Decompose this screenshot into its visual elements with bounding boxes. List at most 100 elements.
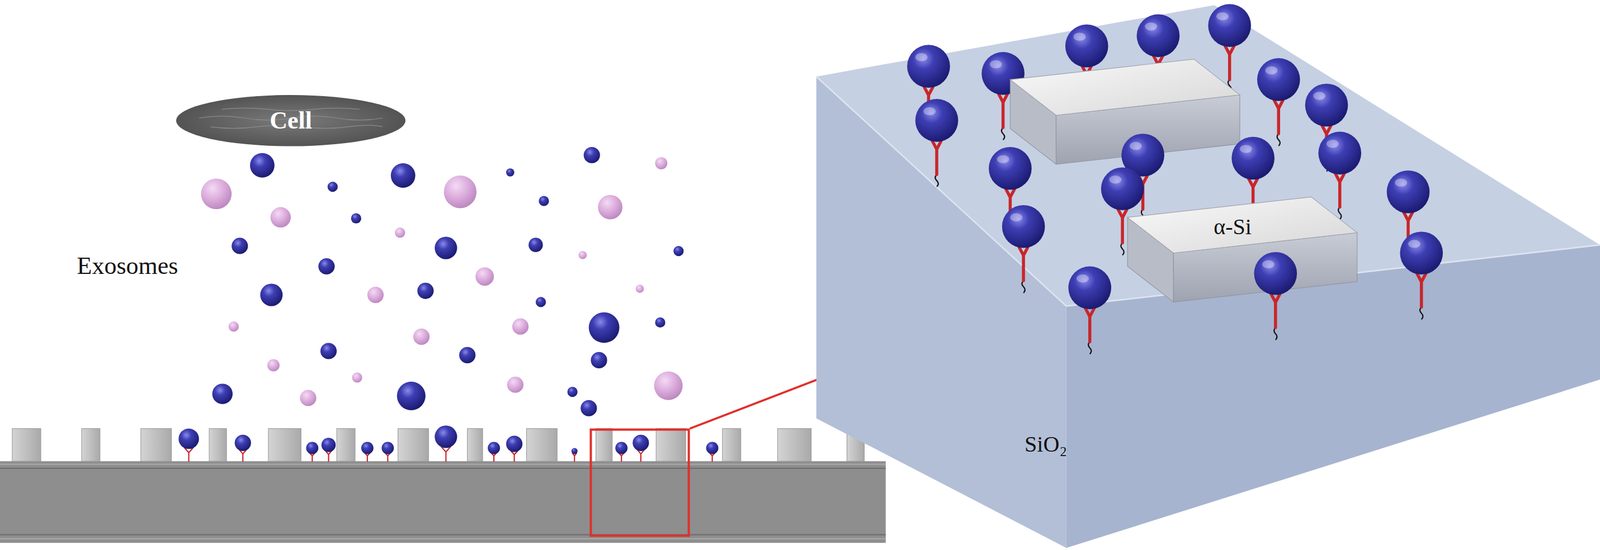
exosome-pink (475, 267, 494, 286)
antibody (441, 447, 451, 462)
exosome-blue (1068, 266, 1112, 310)
antibody (637, 450, 645, 462)
substrate (0, 461, 886, 544)
captured-exosome (706, 441, 719, 455)
linker (1273, 327, 1277, 341)
exosome-blue (249, 153, 275, 178)
exosome-blue (1101, 167, 1145, 211)
linker (1021, 280, 1025, 294)
highlight (997, 154, 1010, 164)
right-panel (816, 3, 1600, 549)
bound-exosome (1002, 205, 1046, 294)
exosome-blue (434, 237, 457, 260)
exosome-blue (1065, 24, 1109, 68)
exosome-pink (351, 372, 362, 383)
exosome-blue (1136, 14, 1181, 58)
highlight (1009, 213, 1023, 223)
si-pillar (596, 428, 613, 462)
exosome-pink (512, 318, 529, 335)
antibody (239, 450, 247, 462)
highlight (923, 107, 936, 116)
antibody (184, 447, 193, 462)
antibody (385, 453, 391, 462)
antibody (709, 453, 715, 462)
exosome-blue (390, 163, 416, 188)
cell-body (176, 95, 406, 147)
cell-ellipse: Cell (176, 95, 406, 147)
exosome-blue (1386, 170, 1430, 214)
linker (1338, 207, 1342, 220)
exosome-blue (1399, 231, 1443, 275)
si-pillar (722, 428, 741, 462)
exosome-blue (260, 284, 283, 307)
si-pillar (268, 428, 301, 462)
exosomes-label: Exosomes (77, 251, 179, 280)
si-pillar (398, 428, 429, 462)
antibody (491, 453, 497, 462)
antibody (325, 451, 332, 462)
exosome-blue (318, 258, 335, 275)
si-pillar (81, 428, 101, 462)
substrate-line (0, 468, 886, 470)
linker (1419, 307, 1423, 320)
bound-exosome (1253, 252, 1297, 341)
sio2-label: SiO₂ (1024, 431, 1068, 458)
bound-exosome (915, 98, 959, 187)
a-si-label: α-Si (1213, 213, 1252, 240)
exosome-blue (988, 147, 1032, 191)
exosome-blue (459, 347, 476, 364)
bound-exosome (1068, 266, 1112, 355)
exosome-blue (538, 196, 549, 207)
antibody (572, 453, 577, 462)
bound-exosome (1399, 231, 1443, 320)
exosome-blue (397, 381, 426, 411)
exosome-blue (506, 168, 515, 177)
exosome-blue (580, 400, 597, 417)
linker (1088, 342, 1092, 355)
exosome-blue (1253, 252, 1297, 296)
si-pillar (12, 428, 41, 462)
highlight (1313, 91, 1326, 101)
exosome-pink (413, 328, 430, 346)
exosome-blue (588, 312, 620, 344)
block-top (1127, 196, 1358, 253)
si-pillar (777, 428, 811, 462)
si-pillar (209, 428, 227, 462)
exosome-blue (231, 237, 248, 254)
substrate-line (0, 534, 886, 536)
zoom-box (590, 430, 689, 537)
captured-exosome (571, 447, 578, 455)
highlight (1108, 175, 1122, 184)
exosome-blue (320, 342, 337, 360)
highlight (915, 53, 928, 62)
highlight (1216, 12, 1229, 21)
substrate-line (0, 464, 886, 466)
antibody (619, 453, 625, 462)
sio2-top-face (816, 5, 1600, 307)
exosome-pink (394, 227, 405, 238)
exosome-pink (444, 175, 477, 209)
exosome-blue (1231, 137, 1275, 181)
highlight (1073, 32, 1086, 41)
exosome-blue (327, 181, 338, 192)
exosome-blue (535, 296, 546, 308)
cell-label: Cell (269, 106, 313, 135)
exosome-pink (267, 359, 280, 372)
sio2-edge (816, 76, 1600, 307)
exosome-pink (270, 207, 291, 229)
highlight (1408, 239, 1421, 249)
exosome-blue (1002, 205, 1046, 249)
exosome-pink (299, 389, 316, 407)
antibody (511, 451, 518, 462)
linker (1277, 133, 1281, 146)
captured-exosome (321, 437, 337, 453)
captured-exosome (487, 441, 500, 455)
si-pillar (655, 428, 686, 462)
exosome-blue (583, 147, 601, 164)
exosome-blue (1257, 58, 1301, 102)
linker (1001, 127, 1005, 140)
block-top (1009, 59, 1240, 116)
exosome-blue (212, 383, 233, 405)
antibody (364, 453, 370, 462)
